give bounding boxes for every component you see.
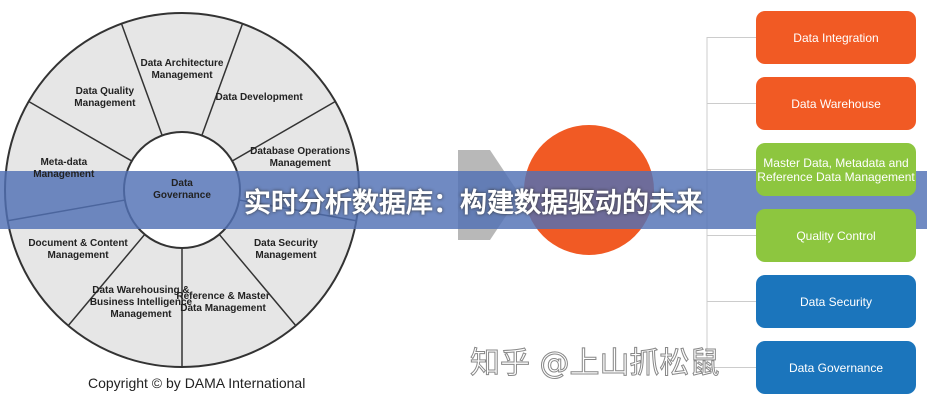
segment-divider [120, 23, 163, 136]
wheel-segment-label: Data Quality Management [74, 86, 136, 110]
segment-divider [201, 23, 244, 136]
wheel-segment-label: Data Warehousing & Business Intelligence… [89, 284, 193, 320]
wheel-segment-label: Reference & Master Data Management [176, 290, 270, 314]
segment-divider [218, 233, 297, 327]
segment-divider [231, 100, 336, 162]
connector-branch [707, 301, 756, 302]
category-box: Data Governance [756, 341, 916, 394]
segment-divider [28, 100, 133, 162]
connector-branch [707, 37, 756, 38]
wheel-segment-label: Database Operations Management [250, 146, 351, 169]
category-box: Data Warehouse [756, 77, 916, 130]
copyright-text: Copyright © by DAMA International [88, 375, 306, 391]
wheel-segment-label: Meta-data Management [33, 157, 95, 181]
segment-divider [67, 233, 146, 327]
connector-branch [707, 103, 756, 104]
watermark: 知乎 @上山抓松鼠 [470, 346, 721, 382]
category-label: Data Warehouse [791, 96, 881, 111]
wheel-segment-label: Data Architecture Management [140, 58, 224, 81]
wheel-center-label: Data Governance [153, 178, 211, 201]
category-box: Data Integration [756, 11, 916, 64]
banner-title: 实时分析数据库：构建数据驱动的未来 [244, 187, 703, 219]
category-label: Master Data, Metadata and Reference Data… [757, 155, 915, 184]
wheel-segment-label: Data Security Management [253, 238, 318, 261]
wheel-segment-label: Document & Content Management [28, 238, 128, 261]
category-label: Quality Control [796, 228, 876, 243]
category-box: Master Data, Metadata and Reference Data… [756, 143, 916, 196]
wheel-segment-label: Data Development [215, 92, 303, 104]
category-label: Data Integration [793, 30, 879, 45]
connector-branch [707, 367, 756, 368]
connector-branch [707, 235, 756, 236]
category-box: Quality Control [756, 209, 916, 262]
category-box: Data Security [756, 275, 916, 328]
category-label: Data Governance [788, 360, 884, 375]
connector-branch [707, 169, 756, 170]
category-label: Data Security [799, 294, 873, 309]
